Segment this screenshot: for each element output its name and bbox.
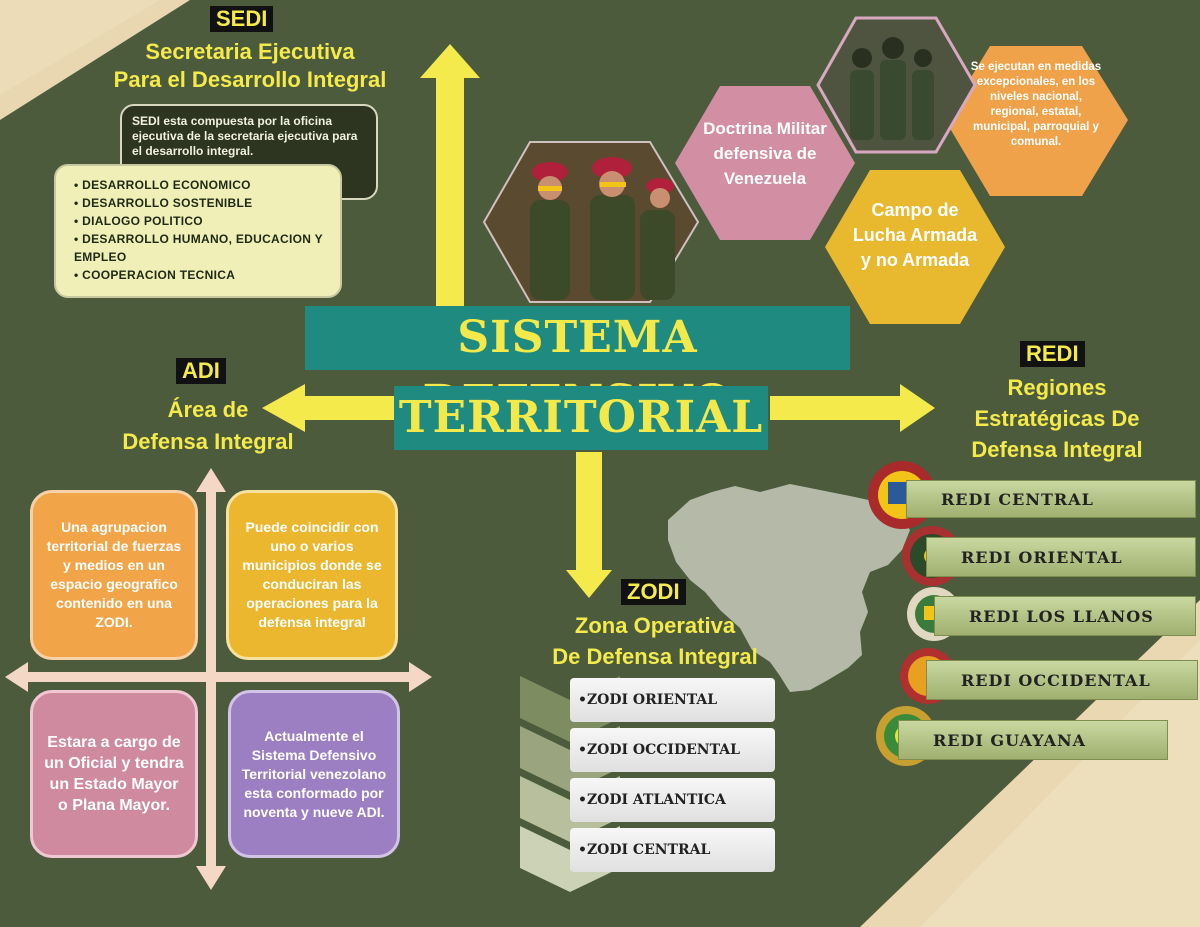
sedi-list-box: • DESARROLLO ECONOMICO • DESARROLLO SOST… (54, 164, 342, 298)
hexagon-medidas: Se ejecutan en medidas excepcionales, en… (970, 61, 1102, 148)
zodi-item-occidental: •ZODI OCCIDENTAL (570, 728, 775, 772)
adi-tag: ADI (176, 358, 226, 384)
main-title-line1: SISTEMA DEFENSIVO (305, 306, 850, 427)
redi-title-line1: Regiones (1007, 375, 1107, 400)
zodi-title-line1: Zona Operativa (574, 613, 736, 638)
sedi-item: • COOPERACION TECNICA (74, 268, 236, 282)
adi-title-line2: Defensa Integral (122, 429, 294, 454)
sedi-item: • DIALOGO POLITICO (74, 214, 203, 228)
redi-title: Regiones Estratégicas De Defensa Integra… (940, 372, 1174, 465)
sedi-item: • DESARROLLO ECONOMICO (74, 178, 251, 192)
zodi-title-line2: De Defensa Integral (552, 644, 758, 669)
zodi-item-central: •ZODI CENTRAL (570, 828, 775, 872)
adi-box-3: Estara a cargo de un Oficial y tendra un… (30, 690, 198, 858)
sedi-title: Secretaria Ejecutiva Para el Desarrollo … (60, 38, 440, 94)
zodi-item-oriental: •ZODI ORIENTAL (570, 678, 775, 722)
adi-title-line1: Área de (167, 397, 249, 422)
sedi-list: • DESARROLLO ECONOMICO • DESARROLLO SOST… (66, 176, 330, 284)
sedi-item: • DESARROLLO SOSTENIBLE (74, 196, 253, 210)
redi-title-line2: Estratégicas De (974, 406, 1140, 431)
adi-box-4: Actualmente el Sistema Defensivo Territo… (228, 690, 400, 858)
redi-item-central: REDI CENTRAL (906, 480, 1196, 518)
sedi-title-line2: Para el Desarrollo Integral (113, 67, 387, 92)
redi-tag: REDI (1020, 341, 1085, 367)
zodi-title: Zona Operativa De Defensa Integral (520, 610, 790, 672)
redi-item-occidental: REDI OCCIDENTAL (926, 660, 1198, 700)
redi-item-llanos: REDI LOS LLANOS (934, 596, 1196, 636)
adi-box-2: Puede coincidir con uno o varios municip… (226, 490, 398, 660)
hexagon-doctrina: Doctrina Militar defensiva de Venezuela (703, 119, 827, 188)
sedi-item: • DESARROLLO HUMANO, EDUCACION Y EMPLEO (74, 232, 323, 264)
redi-title-line3: Defensa Integral (971, 437, 1143, 462)
hexagon-campo: Campo de Lucha Armada y no Armada (852, 200, 978, 270)
main-title-line2: TERRITORIAL (394, 386, 768, 450)
redi-item-oriental: REDI ORIENTAL (926, 537, 1196, 577)
sedi-description: SEDI esta compuesta por la oficina ejecu… (132, 114, 358, 158)
sedi-tag: SEDI (210, 6, 274, 32)
zodi-tag: ZODI (621, 579, 686, 605)
redi-item-guayana: REDI GUAYANA (898, 720, 1168, 760)
zodi-item-atlantica: •ZODI ATLANTICA (570, 778, 775, 822)
adi-title: Área de Defensa Integral (90, 394, 326, 458)
sedi-title-line1: Secretaria Ejecutiva (145, 39, 355, 64)
adi-box-1: Una agrupacion territorial de fuerzas y … (30, 490, 198, 660)
